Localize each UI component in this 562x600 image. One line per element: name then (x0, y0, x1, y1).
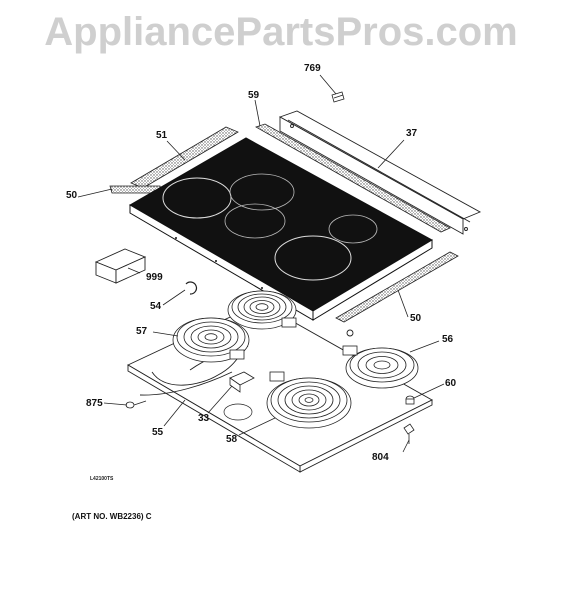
screw-875 (125, 400, 147, 409)
gasket-strip-50-right (335, 251, 459, 323)
callout-769: 769 (304, 63, 321, 74)
callout-875: 875 (86, 398, 103, 409)
leader-lines (77, 74, 445, 453)
callout-50-left: 50 (66, 190, 78, 201)
callout-54: 54 (150, 301, 162, 312)
callout-56: 56 (442, 334, 454, 345)
callout-60: 60 (445, 378, 457, 389)
element-front-left (172, 317, 250, 363)
box-999 (94, 248, 147, 284)
callout-58: 58 (226, 434, 238, 445)
callout-50-right: 50 (410, 313, 422, 324)
callout-999: 999 (146, 272, 163, 283)
art-number: (ART NO. WB2236) C (72, 512, 152, 521)
switch-33 (229, 371, 255, 393)
callout-55: 55 (152, 427, 164, 438)
callout-59: 59 (248, 90, 260, 101)
callout-37: 37 (406, 128, 418, 139)
element-right-rear (342, 345, 419, 389)
callout-51: 51 (156, 130, 168, 141)
diagram-id: L42100TS (90, 476, 114, 482)
watermark-logo: AppliancePartsPros.com (44, 10, 518, 54)
element-rear-left (227, 290, 297, 330)
gasket-strip-59 (255, 123, 451, 233)
callout-57: 57 (136, 326, 148, 337)
callout-33: 33 (198, 413, 210, 424)
ring-54 (185, 281, 198, 295)
callout-804: 804 (372, 452, 389, 463)
element-front-large (266, 371, 352, 429)
clip-769 (331, 91, 345, 103)
rear-trim-37 (278, 110, 482, 235)
part-804 (403, 423, 415, 444)
part-60 (405, 395, 415, 405)
